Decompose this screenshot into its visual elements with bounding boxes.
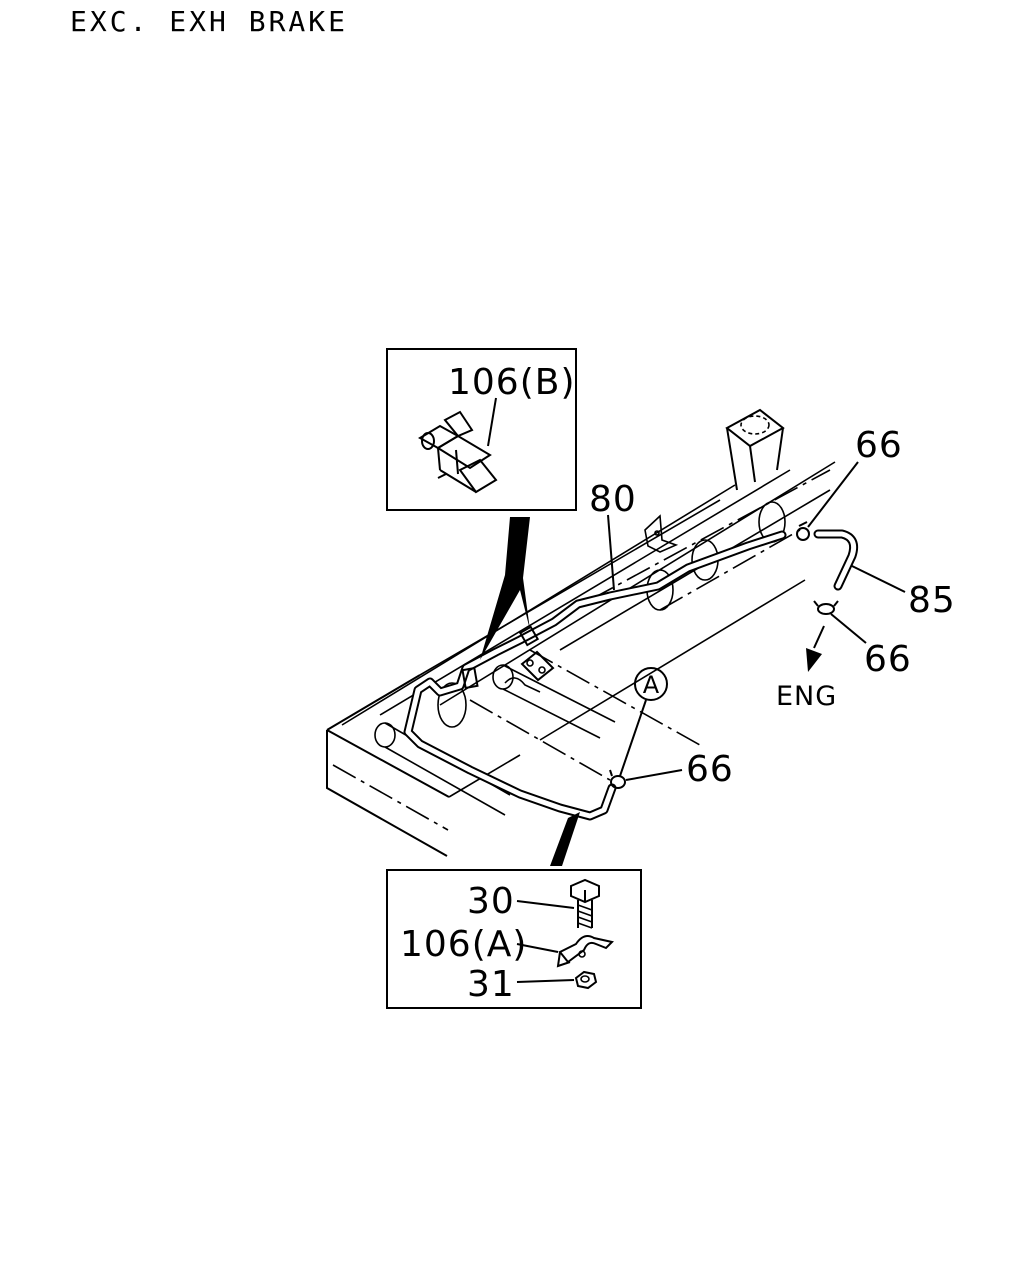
hose [813, 529, 859, 591]
hose-clamp-lower-right [813, 600, 839, 615]
engine-direction-arrow [806, 625, 825, 672]
clip-bracket-a-mount [504, 650, 555, 693]
leader-hose [851, 565, 906, 593]
detail-box-b [386, 348, 577, 511]
label-engine: ENG [776, 681, 837, 712]
label-clip-a: 106(A) [400, 924, 527, 965]
detail-b-pointer [480, 517, 530, 660]
leader-clip-b [487, 397, 497, 447]
hose-clamp-mid [609, 769, 626, 789]
hose-clamp-top-right [796, 521, 810, 541]
leader-ref-a [619, 699, 647, 777]
leader-pipe [607, 514, 615, 591]
detail-a-pointer [550, 812, 580, 866]
label-hose: 85 [908, 580, 956, 621]
pipe-clip-upper [518, 625, 540, 647]
leader-clip-top-right [807, 461, 859, 528]
label-clip-lower-right: 66 [864, 639, 912, 680]
diagram-title: EXC. EXH BRAKE [70, 5, 348, 38]
label-pipe: 80 [589, 479, 637, 520]
pipe-clip-lower [461, 666, 479, 690]
label-bolt: 30 [467, 881, 515, 922]
frame-rail [326, 408, 836, 857]
label-clip-b: 106(B) [448, 362, 576, 403]
bolt-drawing [570, 878, 600, 929]
leader-clip-a [516, 943, 559, 953]
ref-a-label: A [643, 671, 660, 699]
label-clip-top-right: 66 [855, 425, 903, 466]
nut-drawing [574, 970, 598, 990]
label-nut: 31 [467, 964, 515, 1005]
detail-box-a [386, 869, 642, 1009]
clip-b-drawing [418, 410, 498, 494]
label-clip-mid: 66 [686, 749, 734, 790]
clip-a-drawing [556, 935, 614, 968]
leader-clip-mid [625, 769, 683, 781]
ref-a-circle [634, 667, 668, 701]
fuel-pipe [403, 530, 787, 821]
leader-bolt [516, 900, 575, 909]
leader-clip-lower-right [830, 613, 867, 644]
leader-nut [516, 979, 575, 983]
